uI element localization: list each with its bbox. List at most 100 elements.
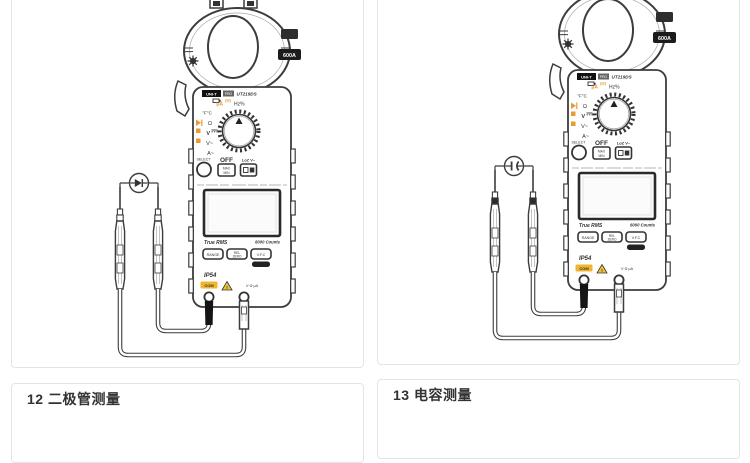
loz-button	[614, 146, 633, 160]
dial-label-hz: Hz%	[234, 102, 245, 108]
clamp-opening	[207, 15, 259, 79]
com-jack	[203, 291, 215, 303]
rel-zero-button: REL ZERO	[601, 231, 623, 243]
vfc-button: V.F.C	[250, 248, 272, 260]
clamp-rating-badge: 600A	[653, 32, 676, 43]
warning-triangle-icon: !	[596, 263, 608, 274]
vfc-mark	[571, 121, 576, 126]
dial-pointer	[235, 117, 243, 124]
battery-icon	[212, 98, 220, 103]
backlight-badge	[252, 261, 270, 267]
input-terminal-label: V·Ω·μA	[621, 267, 634, 271]
com-terminal-badge	[575, 264, 593, 272]
counts-label: 6000 Counts	[255, 240, 281, 245]
dial-label-resistance: Ω	[583, 104, 587, 110]
diode-mode-icon	[571, 102, 578, 109]
com-terminal-badge	[200, 281, 218, 289]
test-leads	[489, 155, 622, 341]
ip-rating-label: IP54	[579, 256, 592, 262]
test-probe-red	[152, 187, 164, 290]
diode-section-title: 12 二极管测量	[27, 391, 121, 407]
true-rms-label: True RMS	[204, 240, 228, 246]
true-rms-label: True RMS	[579, 223, 603, 229]
brand-row: UNI-T PRO UT219DS	[577, 73, 633, 80]
diode-section-card: 12 二极管测量	[11, 383, 364, 463]
battery-icon	[587, 81, 595, 86]
gray-plug	[613, 283, 625, 313]
input-jack	[238, 291, 250, 303]
circuit-wire	[119, 182, 159, 187]
clamp-meter: 600A UNI-T PRO UT219DS	[174, 0, 301, 330]
front-buttons: SELECT OFF MAX MIN LoZ V~	[571, 140, 633, 161]
warning-triangle-icon: !	[221, 280, 233, 291]
range-button: RANGE	[577, 231, 599, 243]
com-terminal-label: COM	[204, 283, 214, 288]
svg-text:ZERO: ZERO	[608, 238, 617, 242]
rel-zero-button: REL ZERO	[226, 248, 248, 260]
measurement-diagram-svg: 600A UNI-T PRO UT219DS	[114, 0, 301, 358]
clamp-rating-badge: 600A	[278, 49, 301, 60]
svg-text:RANGE: RANGE	[207, 253, 220, 257]
capacitance-section-title: 13 电容测量	[393, 387, 472, 403]
clamp-opening	[582, 0, 634, 62]
svg-text:V.F.C: V.F.C	[257, 253, 266, 257]
capacitance-measurement-diagram: 600A UNI-T PRO UT219DS	[383, 0, 734, 364]
diode-diagram-card: 600A UNI-T PRO UT219DS	[11, 0, 364, 368]
select-label: SELECT	[572, 141, 587, 145]
select-label: SELECT	[197, 158, 212, 162]
svg-text:V.F.C: V.F.C	[632, 236, 641, 240]
dial-label-vac: V~	[581, 124, 588, 130]
brand-logo: UNI-T	[581, 74, 592, 79]
clamp-trigger	[549, 62, 565, 101]
front-buttons: SELECT OFF MAX MIN LoZ V~	[196, 157, 258, 178]
model-label: UT219DS	[612, 75, 633, 80]
loz-label: LoZ V~	[242, 158, 256, 163]
rotary-dial	[592, 92, 636, 136]
component-circle	[503, 155, 525, 177]
plugs	[579, 283, 625, 313]
off-label: OFF	[595, 140, 608, 147]
capacitance-section-card: 13 电容测量	[377, 379, 740, 459]
black-plug	[204, 301, 214, 325]
dial-label-vac: V~	[206, 141, 213, 147]
svg-text:MIN: MIN	[598, 154, 605, 158]
loz-label: LoZ V~	[617, 141, 631, 146]
backlight-badge	[627, 244, 645, 250]
lcd-display	[202, 188, 282, 238]
terminal-area: COM ! V·Ω·μA	[575, 263, 634, 286]
black-plug	[579, 284, 589, 308]
diode-measurement-diagram: 600A UNI-T PRO UT219DS	[12, 0, 363, 367]
test-probe-black	[489, 170, 501, 273]
dial-label-vdc: V	[206, 131, 210, 137]
dial-label-aac: A~	[207, 151, 214, 157]
lower-buttons: RANGE REL ZERO V.F.C	[202, 248, 272, 267]
svg-text:MIN: MIN	[223, 171, 230, 175]
dial-label-microamp: μA	[216, 102, 223, 108]
select-button	[196, 161, 212, 178]
ncv-mark	[196, 128, 201, 133]
measurement-diagram-svg: 600A UNI-T PRO UT219DS	[489, 0, 676, 341]
svg-text:!: !	[226, 285, 228, 290]
cat-rating-badge	[656, 12, 673, 22]
svg-text:MAX: MAX	[223, 166, 231, 170]
terminal-area: COM ! V·Ω·μA	[200, 280, 259, 303]
capacitor-symbol	[505, 160, 523, 172]
loz-button	[239, 163, 258, 177]
vfc-mark	[196, 138, 201, 143]
dial-label-vdc: V	[581, 114, 585, 120]
cat-rating-badge	[281, 29, 298, 39]
rotary-dial	[217, 109, 261, 153]
dial-label-temperature: °F°C	[577, 94, 587, 99]
test-probe-red	[527, 170, 539, 273]
com-jack	[578, 274, 590, 286]
maxmin-button: MAX MIN	[217, 163, 236, 177]
select-button	[571, 144, 587, 161]
com-terminal-label: COM	[579, 266, 589, 271]
flower-mark-icon	[187, 55, 199, 67]
svg-text:RANGE: RANGE	[582, 236, 595, 240]
clamp-trigger	[174, 79, 190, 118]
dial-label-hz: Hz%	[609, 85, 620, 91]
svg-text:ZERO: ZERO	[233, 255, 242, 259]
grip-tabs	[563, 131, 671, 277]
clamp-rating-label: 600A	[658, 36, 671, 42]
